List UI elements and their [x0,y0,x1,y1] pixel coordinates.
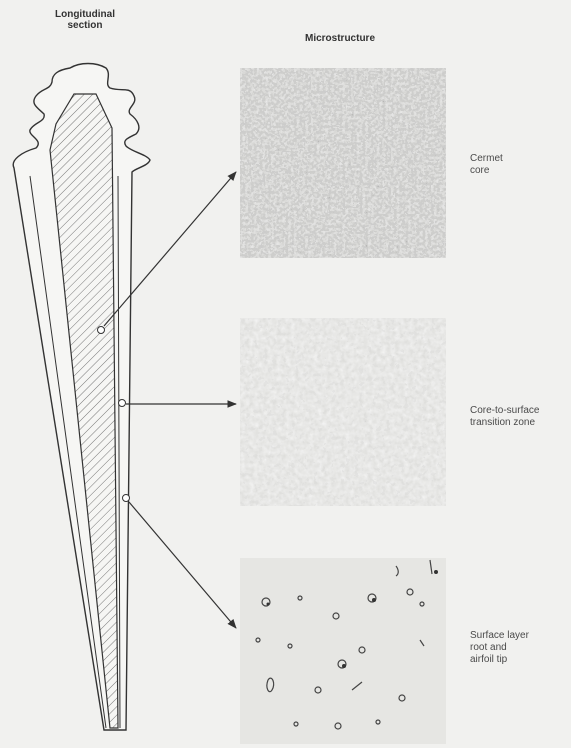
label-transition-zone: Core-to-surface transition zone [470,405,539,429]
label-surface-layer: Surface layer root and airfoil tip [470,630,529,666]
sample-point-transition [119,400,126,407]
arrow-to-surface-layer [129,502,236,628]
sample-point-core [98,327,105,334]
micrograph-transition-zone [240,318,446,506]
micrograph-cermet-core [240,68,446,258]
micrograph-surface-layer [240,558,446,744]
label-cermet-core: Cermet core [470,153,503,177]
blade-longitudinal-section [13,64,150,731]
sample-point-surface [123,495,130,502]
